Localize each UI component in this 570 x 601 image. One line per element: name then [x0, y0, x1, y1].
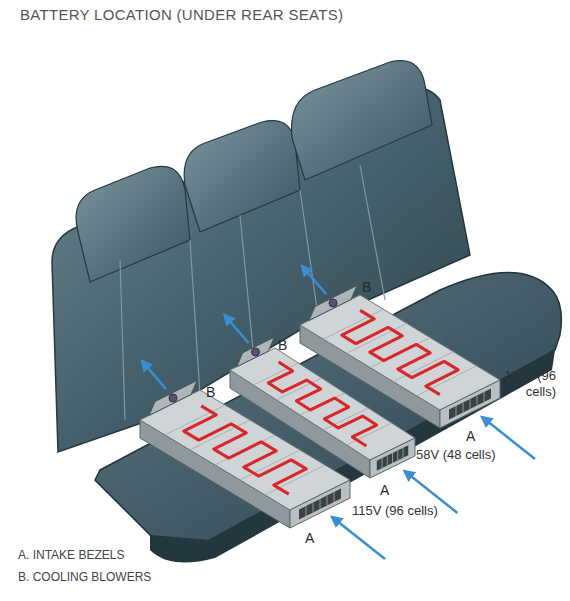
outflow-arrow: [302, 266, 326, 294]
cooling-blower: [237, 337, 275, 366]
callout-letter: B: [278, 337, 287, 354]
bezel-slot: [387, 456, 388, 466]
bezel-grille: [377, 445, 409, 470]
bezel-slot: [327, 496, 328, 506]
voltage-label: 115V (96 cells): [490, 368, 556, 399]
bezel-slot: [320, 499, 321, 509]
intake-bezel: [440, 380, 500, 428]
current-path: [184, 406, 306, 494]
intake-arrow: [332, 517, 385, 559]
bezel-grille: [449, 389, 491, 420]
pack-rib: [277, 378, 322, 400]
bezel-slot: [403, 448, 404, 458]
current-path: [268, 362, 376, 446]
bezel-slot: [470, 399, 471, 409]
headrest: [291, 61, 432, 180]
headrest: [184, 121, 300, 232]
legend-text: A. INTAKE BEZELS: [18, 548, 124, 562]
callout-letter: B: [362, 279, 371, 296]
bezel-slot: [477, 396, 478, 406]
pack-rib: [253, 363, 298, 385]
bezel-slot: [484, 392, 485, 402]
battery-packs: [140, 266, 535, 559]
callout-letter: A: [380, 482, 389, 499]
bezel-slot: [456, 406, 457, 416]
blower-motor: [169, 394, 177, 402]
outflow-arrow: [142, 361, 166, 389]
voltage-label: 115V (96 cells): [352, 503, 438, 519]
pack-rib: [347, 423, 392, 445]
bezel-slot: [463, 403, 464, 413]
bezel-slot: [382, 458, 383, 468]
bezel-grille: [299, 489, 341, 520]
callout-letter: A: [466, 428, 475, 445]
seat-cushion: [95, 273, 561, 549]
intake-bezel: [370, 438, 415, 478]
bezel-slot: [306, 506, 307, 516]
current-path: [342, 310, 458, 394]
outflow-arrow: [225, 315, 249, 343]
legend-text: B. COOLING BLOWERS: [18, 570, 151, 584]
intake-bezel: [290, 480, 350, 528]
cooling-blower: [149, 381, 197, 416]
bezel-slot: [313, 503, 314, 513]
bezel-slot: [334, 492, 335, 502]
blower-motor: [329, 299, 337, 307]
blower-motor: [252, 348, 260, 356]
callout-letter: A: [305, 530, 314, 547]
callout-letter: B: [206, 384, 215, 401]
voltage-label: 58V (48 cells): [416, 447, 495, 463]
headrest: [76, 166, 190, 282]
bezel-slot: [392, 453, 393, 463]
pack-rib: [323, 408, 368, 430]
cooling-blower: [309, 286, 357, 321]
bezel-slot: [397, 450, 398, 460]
pack-top: [140, 390, 350, 510]
title: BATTERY LOCATION (UNDER REAR SEATS): [20, 6, 343, 24]
